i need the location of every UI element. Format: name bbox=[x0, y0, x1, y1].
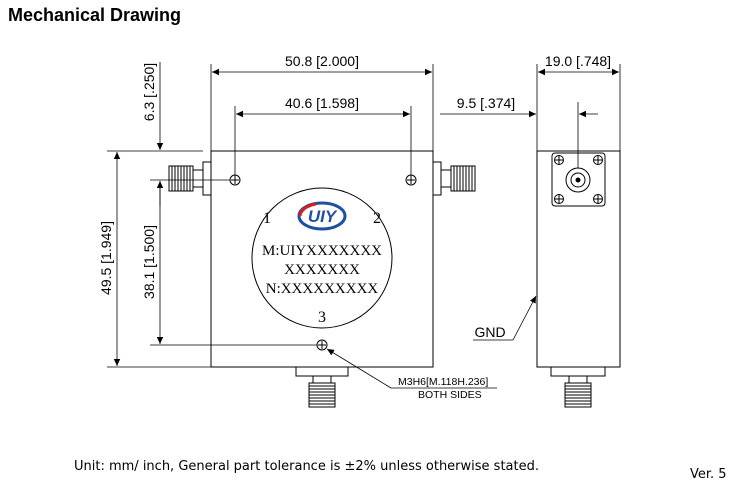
connector-port3 bbox=[295, 366, 349, 408]
mount-hole-callout: M3H6[M.118H.236] bbox=[398, 376, 488, 388]
label-circle bbox=[251, 187, 393, 329]
dim-height-holes: 38.1 [1.500] bbox=[141, 225, 157, 299]
dim-height-overall: 49.5 [1.949] bbox=[98, 221, 114, 295]
dim-width-overall: 50.8 [2.000] bbox=[285, 53, 359, 69]
mount-hole-note: BOTH SIDES bbox=[418, 389, 482, 401]
model-number-cont: XXXXXXX bbox=[284, 262, 360, 278]
dim-width-holes: 40.6 [1.598] bbox=[285, 95, 359, 111]
front-view bbox=[168, 150, 476, 408]
page-title: Mechanical Drawing bbox=[8, 5, 182, 25]
port-2-label: 2 bbox=[373, 210, 381, 227]
dim-depth: 19.0 [.748] bbox=[545, 53, 611, 69]
serial-number: N:XXXXXXXXX bbox=[266, 281, 379, 297]
uiy-logo: UIY bbox=[297, 201, 347, 231]
port-1-label: 1 bbox=[263, 210, 271, 227]
gnd-label: GND bbox=[474, 324, 505, 340]
version-label: Ver. 5 bbox=[690, 467, 727, 482]
connector-port1 bbox=[168, 161, 212, 196]
mount-hole-right bbox=[405, 174, 417, 186]
mount-hole-left bbox=[229, 174, 241, 186]
logo-text: UIY bbox=[308, 207, 338, 226]
tolerance-note: Unit: mm/ inch, General part tolerance i… bbox=[74, 459, 539, 474]
dim-connector-offset: 9.5 [.374] bbox=[457, 95, 515, 111]
mount-hole-leader bbox=[326, 348, 392, 389]
connector-port2 bbox=[432, 161, 476, 196]
model-number: M:UIYXXXXXXX bbox=[262, 243, 382, 259]
mount-hole-bottom bbox=[316, 339, 328, 351]
port-3-label: 3 bbox=[318, 309, 326, 326]
side-view bbox=[536, 150, 621, 408]
dim-hole-offset: 6.3 [.250] bbox=[141, 63, 157, 121]
